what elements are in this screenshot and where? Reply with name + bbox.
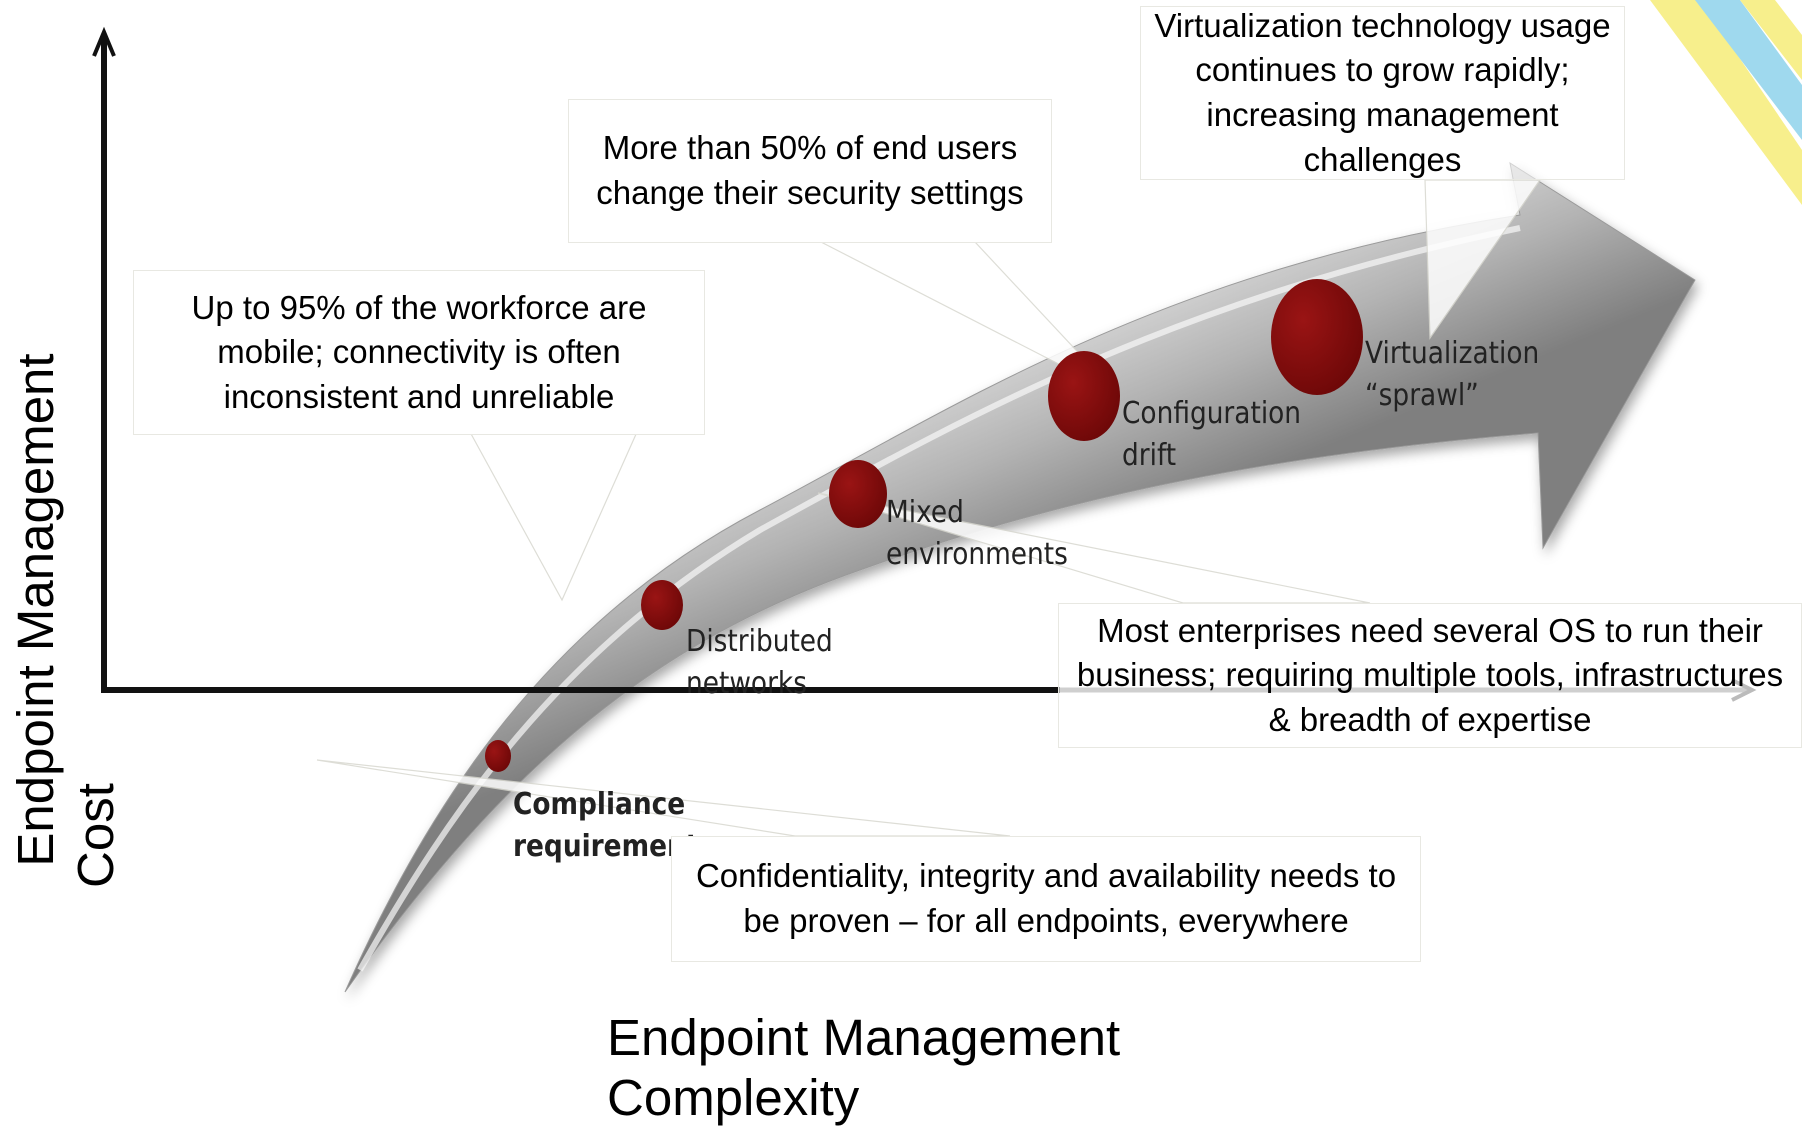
- dot-virtualization: [1271, 279, 1363, 395]
- pointer-mobile: [468, 431, 638, 602]
- stage-label-virtualization: Virtualization “sprawl”: [1365, 333, 1539, 417]
- dot-config-drift: [1048, 351, 1120, 441]
- stage-label-line: Configuration: [1122, 396, 1302, 431]
- dot-compliance: [485, 740, 511, 772]
- y-axis-title-line: Endpoint Management: [7, 353, 64, 867]
- stage-label-line: Compliance: [513, 787, 686, 822]
- callout-text: More than 50% of end users change their …: [596, 129, 1024, 211]
- stage-label-config-drift: Configuration drift: [1122, 393, 1301, 477]
- callout-mobile-workforce: Up to 95% of the workforce are mobile; c…: [133, 270, 705, 435]
- callout-multiple-os: Most enterprises need several OS to run …: [1058, 603, 1802, 748]
- growth-arrow: [344, 161, 1696, 993]
- stage-label-line: drift: [1122, 438, 1177, 473]
- callout-text: Confidentiality, integrity and availabil…: [695, 857, 1397, 939]
- stage-dots: [485, 279, 1363, 772]
- pointer-virtualization: [1424, 179, 1542, 340]
- stage-label-line: environments: [886, 537, 1068, 572]
- blue-stripe: [1695, 0, 1802, 140]
- callout-text: Most enterprises need several OS to run …: [1076, 611, 1784, 738]
- stage-label-mixed: Mixed environments: [886, 492, 1068, 576]
- stage-label-line: Mixed: [886, 495, 964, 530]
- corner-decoration: [1650, 0, 1802, 205]
- y-axis-title: Endpoint Management Cost: [6, 320, 125, 900]
- x-axis-title: Endpoint Management Complexity: [607, 1008, 1120, 1127]
- callout-virtualization: Virtualization technology usage continue…: [1140, 6, 1625, 180]
- x-axis-title-line: Complexity: [607, 1068, 860, 1126]
- callout-pointers: [316, 179, 1542, 837]
- x-axis-title-line: Endpoint Management: [607, 1009, 1121, 1066]
- stage-label-line: Virtualization: [1365, 336, 1540, 371]
- stage-label-line: networks: [686, 666, 807, 701]
- stage-label-distributed: Distributed networks: [686, 621, 833, 705]
- callout-text: Virtualization technology usage continue…: [1154, 6, 1611, 178]
- y-axis-arrowhead: [92, 26, 116, 57]
- y-axis-title-line: Cost: [66, 783, 124, 888]
- dot-distributed: [641, 580, 683, 630]
- yellow-stripe-2: [1740, 0, 1802, 80]
- arrow-highlight: [357, 225, 1521, 972]
- callout-cia: Confidentiality, integrity and availabil…: [671, 836, 1421, 962]
- dot-mixed: [829, 460, 887, 528]
- stage-label-line: Distributed: [686, 624, 833, 659]
- yellow-stripe: [1650, 0, 1802, 205]
- callout-security-settings: More than 50% of end users change their …: [568, 99, 1052, 243]
- callout-text: Up to 95% of the workforce are mobile; c…: [191, 288, 647, 415]
- stage-label-line: “sprawl”: [1365, 378, 1479, 413]
